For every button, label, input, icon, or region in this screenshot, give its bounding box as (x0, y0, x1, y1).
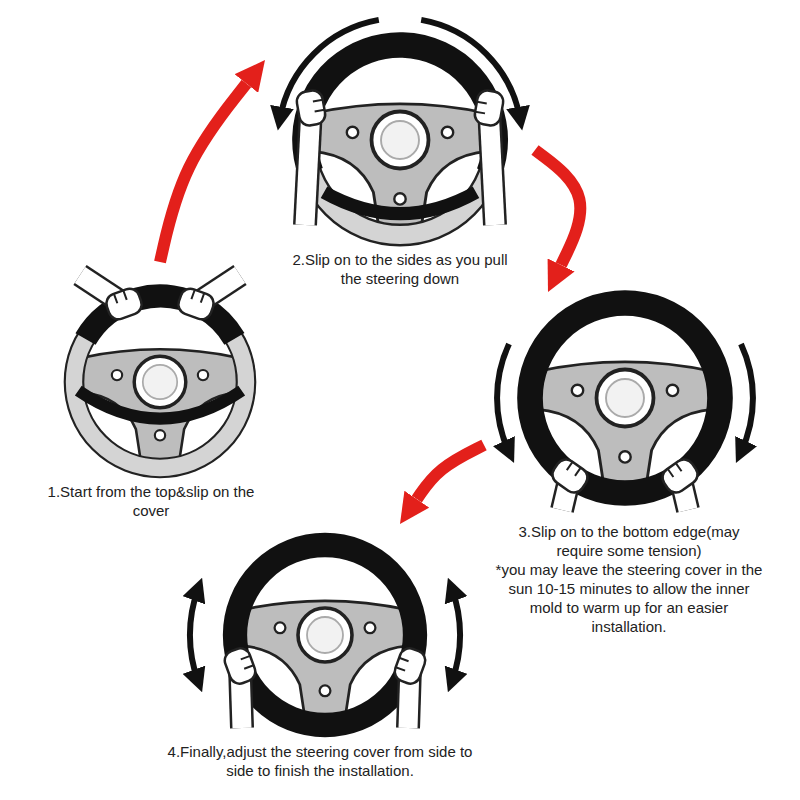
wheel-body (235, 545, 415, 725)
flow-arrow (535, 150, 580, 265)
step-panel: 2.Slip on to the sides as you pull the s… (265, 12, 535, 292)
tip-note: *you may leave the steering cover in the… (493, 560, 765, 636)
wheel-cover (278, 18, 522, 262)
step-caption: 2.Slip on to the sides as you pull the s… (286, 250, 514, 288)
step-panel: 1.Start from the top&slip on the cover (40, 262, 262, 524)
hand (392, 646, 428, 687)
motion-arrow (280, 20, 379, 119)
adjust-arrow (190, 589, 198, 681)
loose-cover (324, 192, 476, 213)
hand (104, 286, 145, 322)
motion-arrow (741, 344, 753, 452)
hand (176, 286, 217, 322)
flow-arrow (160, 84, 246, 262)
wheel-cover (43, 265, 278, 500)
hand (295, 89, 327, 127)
step-caption: 1.Start from the top&slip on the cover (40, 482, 262, 520)
step-panel: 4.Finally,adjust the steering cover from… (160, 524, 480, 784)
motion-arrow (421, 20, 520, 119)
hand (659, 456, 702, 497)
loose-cover (78, 391, 241, 419)
wheel-cover (235, 545, 415, 725)
hand (473, 89, 505, 127)
motion-arrow (497, 344, 509, 452)
step-caption: 3.Slip on to the bottom edge(may require… (504, 522, 754, 560)
hand (222, 646, 258, 687)
steering-wheel (43, 265, 278, 500)
steering-wheel (278, 18, 522, 262)
hand (549, 456, 592, 497)
step-panel: 3.Slip on to the bottom edge(may require… (484, 292, 774, 640)
step-caption: 4.Finally,adjust the steering cover from… (160, 742, 480, 780)
flow-arrow (417, 445, 484, 499)
steering-wheel (235, 545, 415, 725)
adjust-arrow (452, 589, 460, 681)
